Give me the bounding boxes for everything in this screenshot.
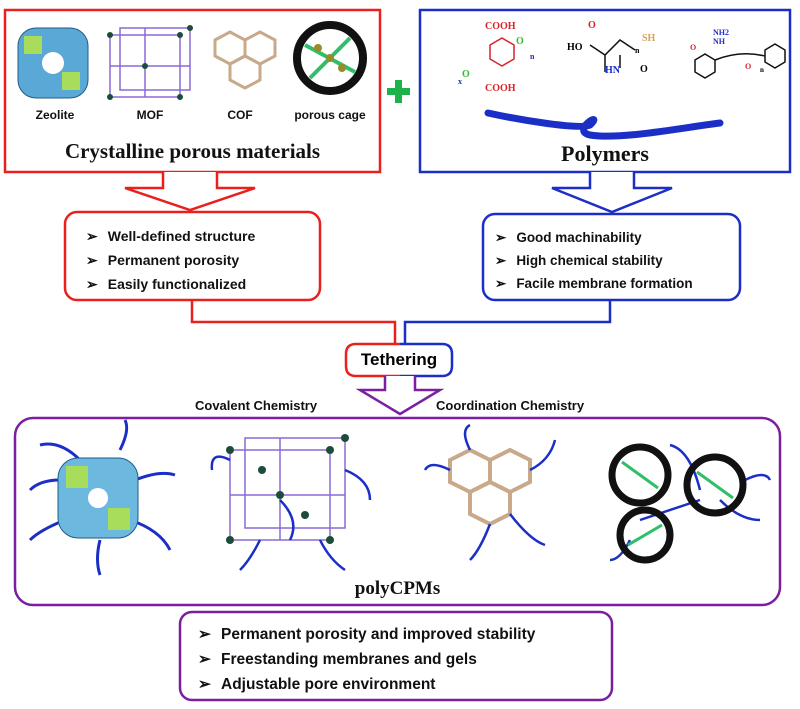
red-down-arrow xyxy=(124,172,256,212)
porous-cage-label: porous cage xyxy=(294,108,366,122)
ho-label: HO xyxy=(567,42,583,53)
n-subscript: n xyxy=(635,46,640,55)
list-item: Permanent porosity xyxy=(86,248,255,272)
coordination-chemistry-label: Coordination Chemistry xyxy=(436,398,585,413)
o-label: O xyxy=(516,36,524,47)
benefits-box xyxy=(178,610,614,702)
porous-cage-icon xyxy=(293,21,367,95)
covalent-chemistry-label: Covalent Chemistry xyxy=(195,398,318,413)
plus-icon xyxy=(387,80,410,103)
x-subscript: x xyxy=(458,77,462,86)
o-label: O xyxy=(745,62,752,71)
mof-label: MOF xyxy=(136,108,164,122)
tethering-label: Tethering xyxy=(360,350,438,369)
terephthalic-polymer-icon xyxy=(489,37,515,67)
right-props-box xyxy=(481,212,742,302)
crystalline-title: Crystalline porous materials xyxy=(64,139,321,163)
o-label: O xyxy=(588,20,596,31)
n-subscript: n xyxy=(530,52,535,61)
list-item: Facile membrane formation xyxy=(495,272,692,295)
list-item: Easily functionalized xyxy=(86,272,255,296)
list-item: Adjustable pore environment xyxy=(198,672,535,697)
polycof-icon xyxy=(423,423,557,561)
peg-hydrazide-icon xyxy=(694,43,786,79)
list-item: Good machinability xyxy=(495,226,693,249)
polymers-title: Polymers xyxy=(561,141,649,166)
purple-down-arrow xyxy=(355,376,445,416)
zeolite-icon xyxy=(17,27,89,99)
cof-icon xyxy=(213,30,277,90)
nh-label: NH xyxy=(713,37,725,46)
polymer-chain-icon xyxy=(484,109,724,140)
polyzeolite-icon xyxy=(28,419,176,576)
zeolite-label: Zeolite xyxy=(35,108,75,122)
blue-down-arrow xyxy=(551,172,673,214)
list-item: Permanent porosity and improved stabilit… xyxy=(198,622,535,647)
mof-icon xyxy=(107,25,193,100)
list-item: Freestanding membranes and gels xyxy=(198,647,535,672)
polycpms-box xyxy=(13,416,782,607)
blue-connector xyxy=(403,300,612,346)
o-label: O xyxy=(690,43,697,52)
left-props-list: Well-defined structure Permanent porosit… xyxy=(86,224,256,296)
sh-label: SH xyxy=(642,33,656,44)
nh2-label: NH2 xyxy=(713,28,729,37)
polymof-icon xyxy=(210,434,372,572)
cooh-top-label: COOH xyxy=(485,21,516,32)
benefits-list: Permanent porosity and improved stabilit… xyxy=(198,622,535,697)
polycpms-title: polyCPMs xyxy=(354,578,441,599)
polycage-icon xyxy=(608,443,772,564)
right-props-list: Good machinability High chemical stabili… xyxy=(495,226,693,295)
n-subscript: n xyxy=(760,66,764,74)
cooh-bottom-label: COOH xyxy=(485,83,516,94)
o-label: O xyxy=(462,69,470,80)
hn-label: HN xyxy=(605,65,620,76)
pnipam-icon xyxy=(589,39,636,72)
o-label: O xyxy=(640,64,648,75)
red-connector xyxy=(190,300,397,346)
list-item: Well-defined structure xyxy=(86,224,256,248)
list-item: High chemical stability xyxy=(495,249,693,272)
cof-label: COF xyxy=(227,108,253,122)
